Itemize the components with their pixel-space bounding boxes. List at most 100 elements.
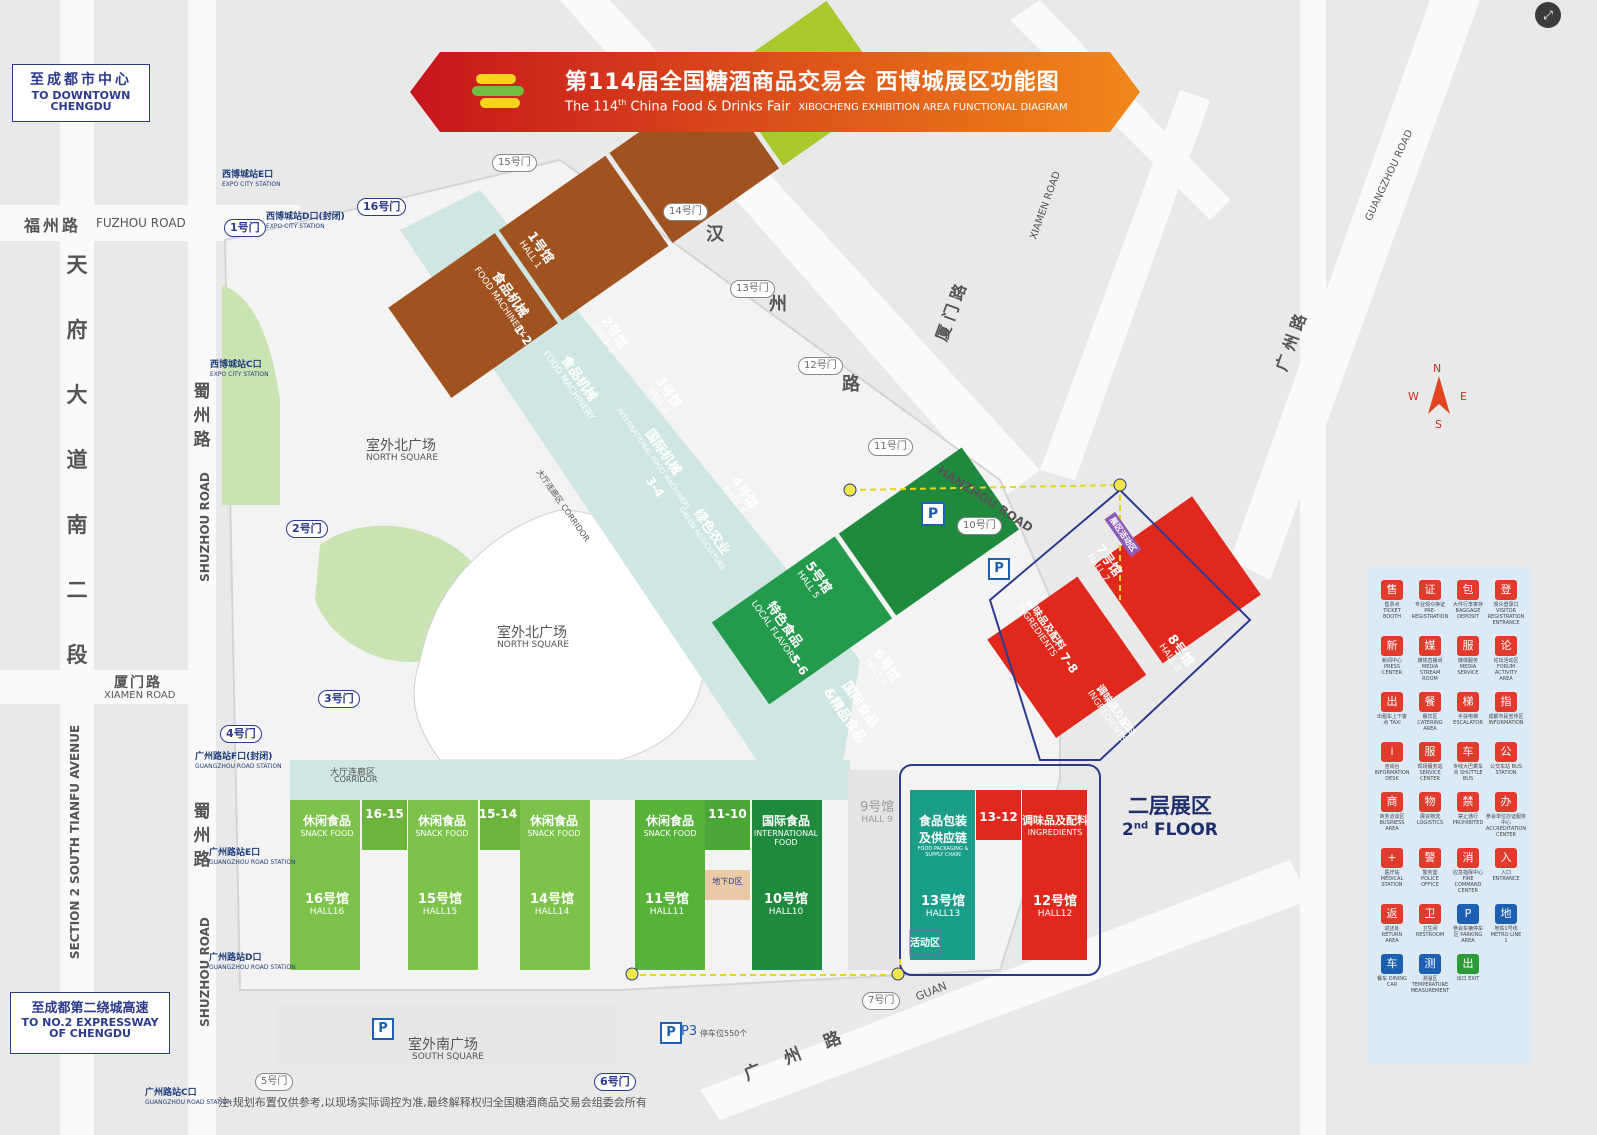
gate-14[interactable]: 14号门 <box>663 203 708 221</box>
legend-icon: 新 <box>1381 636 1403 656</box>
gate-2[interactable]: 2号门 <box>286 520 328 538</box>
legend-icon: 入 <box>1495 848 1517 868</box>
compass-w: W <box>1408 390 1419 403</box>
intl-food-cn: 国际食品 <box>761 814 810 828</box>
legend-label: 警务室 POLICE OFFICE <box>1421 870 1439 888</box>
shuttle-stop-3 <box>625 967 639 981</box>
legend-label: 现场服务站 SERVICE CENTER <box>1417 764 1443 782</box>
gate-15[interactable]: 15号门 <box>492 154 537 172</box>
station-xbc-d[interactable]: 西博城站D口(封闭)EXPO CITY STATION <box>266 212 345 232</box>
gate-16[interactable]: 16号门 <box>357 198 407 216</box>
title-en: The 114th China Food & Drinks Fair XIBOC… <box>565 98 1068 114</box>
station-gz-f-en: GUANGZHOU ROAD STATION <box>195 763 282 770</box>
gate-12[interactable]: 12号门 <box>798 357 843 375</box>
hall-14-cn: 14号馆 <box>529 892 575 907</box>
compass: N W E S <box>1408 362 1468 432</box>
expressway-en-2: OF CHENGDU <box>49 1027 131 1040</box>
legend-label: 展会物流 LOGISTICS <box>1416 814 1444 826</box>
station-gz-f[interactable]: 广州路站F口(封闭)GUANGZHOU ROAD STATION <box>195 752 282 772</box>
parking-icon-east[interactable]: P <box>988 558 1010 580</box>
hall-8-block <box>1093 496 1261 664</box>
corridor-horizontal <box>290 760 850 800</box>
legend-label: 参会单位办证服务中心 ACCREDITATION CENTER <box>1485 814 1527 838</box>
parking-icon-south[interactable]: P <box>372 1018 394 1040</box>
hall-11-snack-en: SNACK FOOD <box>643 829 697 838</box>
shuzhou-a-char-1: 蜀 <box>193 382 211 402</box>
shuzhou-road-cn-a: 蜀 州 路 <box>189 380 215 452</box>
parking-p3-label: P3 <box>681 1024 698 1039</box>
parking-icon-north[interactable]: P <box>921 502 945 526</box>
legend-label: 医疗站 MEDICAL STATION <box>1380 870 1404 888</box>
legend-label: 售票点 TICKET BOOTH <box>1382 602 1402 620</box>
gate-13[interactable]: 13号门 <box>730 280 775 298</box>
title-en-subtitle: XIBOCHENG EXHIBITION AREA FUNCTIONAL DIA… <box>798 102 1068 114</box>
second-floor-en-text: FLOOR <box>1148 820 1218 840</box>
hall-13-en: HALL13 <box>925 909 961 919</box>
gate-6[interactable]: 6号门 <box>594 1073 636 1091</box>
legend-label: 手扶电梯 ESCALATOR <box>1453 714 1483 726</box>
gate-10[interactable]: 10号门 <box>957 517 1002 535</box>
legend-item: 出出租车上下客点 TAXI <box>1376 692 1408 732</box>
legend-label: 参会车辆停车区 PARKING AREA <box>1452 926 1483 944</box>
gate-7[interactable]: 7号门 <box>862 992 901 1010</box>
corridor-label-b-cn: 大厅连廊区 <box>330 768 376 778</box>
hall-11-block <box>635 800 705 970</box>
packaging-en: FOOD PACKAGING & SUPPLY CHAIN <box>917 846 969 858</box>
hall-10-cn: 10号馆 <box>763 892 809 907</box>
hall-15-snack-en: SNACK FOOD <box>415 829 469 838</box>
gate-3[interactable]: 3号门 <box>318 690 360 708</box>
hall-12-cn: 12号馆 <box>1032 894 1078 909</box>
expand-icon[interactable]: ⤢ <box>1535 2 1561 28</box>
gate-11[interactable]: 11号门 <box>868 438 913 456</box>
hall-15-block <box>408 800 478 970</box>
hanzhou-char-1: 汉 <box>706 224 724 245</box>
hall-12-en: HALL12 <box>1037 909 1073 919</box>
legend-icon: 媒 <box>1419 636 1441 656</box>
tianfu-avenue-cn: 天 府 大 道 南 二 段 <box>64 250 90 705</box>
legend-item: 入入口 ENTRANCE <box>1490 848 1522 894</box>
guangzhou-diag-road <box>1230 0 1480 580</box>
legend-icon: 售 <box>1381 580 1403 600</box>
condiments-c-en: INGREDIENTS <box>1027 828 1083 837</box>
tianfu-char-6: 二 <box>66 578 88 602</box>
shuzhou-a-char-3: 路 <box>193 430 211 450</box>
gate-5[interactable]: 5号门 <box>255 1073 294 1091</box>
hall-13-cn: 13号馆 <box>920 894 966 909</box>
north-square-b-cn: 室外北广场 <box>497 625 567 641</box>
north-square-a-en: NORTH SQUARE <box>366 453 439 463</box>
hall-11-en: HALL11 <box>649 907 685 917</box>
compass-s: S <box>1435 418 1442 431</box>
station-xbc-c-en: EXPO CITY STATION <box>210 371 269 378</box>
south-square-en: SOUTH SQUARE <box>412 1052 484 1062</box>
downtown-sign: 至成都市中心 TO DOWNTOWN CHENGDU <box>12 64 150 122</box>
station-gz-c-label: 广州路站C口 <box>145 1088 197 1098</box>
legend-item: 地地铁1号线 METRO LINE 1 <box>1490 904 1522 944</box>
gate-1[interactable]: 1号门 <box>224 219 266 237</box>
second-floor-en-sup: nd <box>1133 820 1149 832</box>
gate-4[interactable]: 4号门 <box>220 725 262 743</box>
expressway-en-1: TO NO.2 EXPRESSWAY <box>21 1016 159 1029</box>
station-xbc-c-label: 西博城站C口 <box>210 360 262 370</box>
south-square <box>275 1005 615 1065</box>
legend-item: 办参会单位办证服务中心 ACCREDITATION CENTER <box>1486 792 1526 838</box>
legend-icon: 卫 <box>1419 904 1441 924</box>
legend-icon: 证 <box>1419 580 1441 600</box>
parking-icon-p3[interactable]: P <box>660 1022 682 1044</box>
legend-icon: 登 <box>1495 580 1517 600</box>
hall-5-block <box>711 536 893 705</box>
